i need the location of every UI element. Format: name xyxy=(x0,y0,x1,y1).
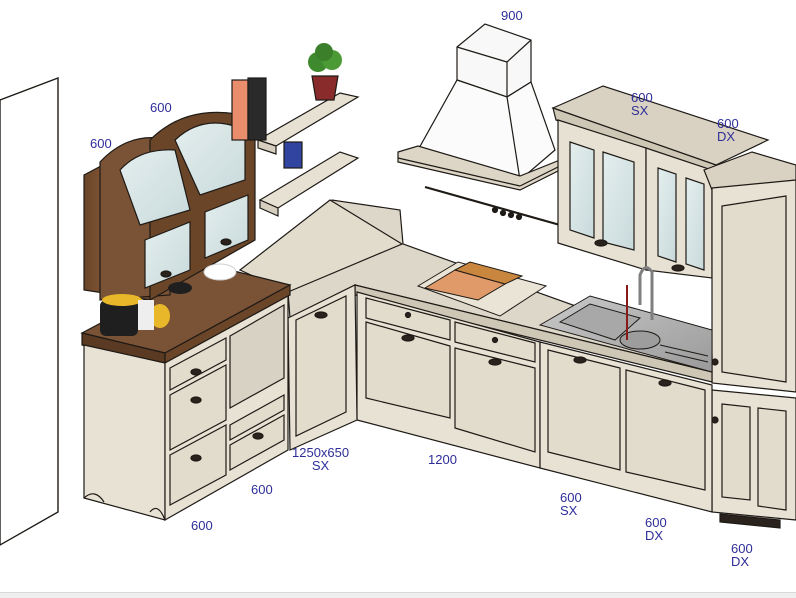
wall-panel xyxy=(0,76,59,546)
dim-label-wall-cab-right-a: 600 SX xyxy=(631,91,653,117)
countertop-decor xyxy=(100,263,237,336)
dim-value: 600 xyxy=(731,541,753,556)
dim-side: SX xyxy=(560,503,578,518)
dim-label-wall-cab-left-side: 600 xyxy=(90,136,112,151)
cream-glass-wall-cabinets xyxy=(551,85,770,279)
stainless-sink xyxy=(538,266,713,373)
dim-label-wall-cab-right-b: 600 DX xyxy=(717,117,739,143)
cutting-board-insert xyxy=(416,261,548,317)
dim-label-hood: 900 xyxy=(501,8,523,23)
dim-label-base-left-front: 600 xyxy=(191,518,213,533)
bottom-edge xyxy=(0,592,796,598)
center-base-cabinets xyxy=(356,291,541,469)
dim-label-tall: 600 DX xyxy=(731,542,753,568)
dim-side: SX xyxy=(631,103,649,118)
dim-label-base-left-depth: 600 xyxy=(251,482,273,497)
dim-side: SX xyxy=(311,458,330,473)
tall-pantry-cabinet xyxy=(703,151,796,529)
dim-label-corner: 1250x650 SX xyxy=(292,446,349,472)
dim-label-base-right: 600 DX xyxy=(645,516,667,542)
dim-side: DX xyxy=(717,129,736,144)
dim-value: 600 xyxy=(645,515,667,530)
dim-label-wall-cab-left-top: 600 xyxy=(150,100,172,115)
corner-base-cabinet xyxy=(287,284,358,451)
dim-label-base-center: 1200 xyxy=(428,452,457,467)
chimney-hood xyxy=(397,23,561,227)
dim-side: DX xyxy=(645,528,664,543)
dim-side: DX xyxy=(731,554,750,569)
open-shelves xyxy=(231,43,360,217)
dim-value: 600 xyxy=(717,116,739,131)
walnut-glass-wall-cabinets xyxy=(83,111,256,302)
dim-value: 600 xyxy=(560,490,582,505)
dim-value: 1250x650 xyxy=(292,445,350,460)
sink-base-cabinets xyxy=(539,341,713,513)
dim-label-sink-base: 600 SX xyxy=(560,491,582,517)
drawer-base-cabinet xyxy=(83,294,289,522)
dim-value: 600 xyxy=(631,90,653,105)
